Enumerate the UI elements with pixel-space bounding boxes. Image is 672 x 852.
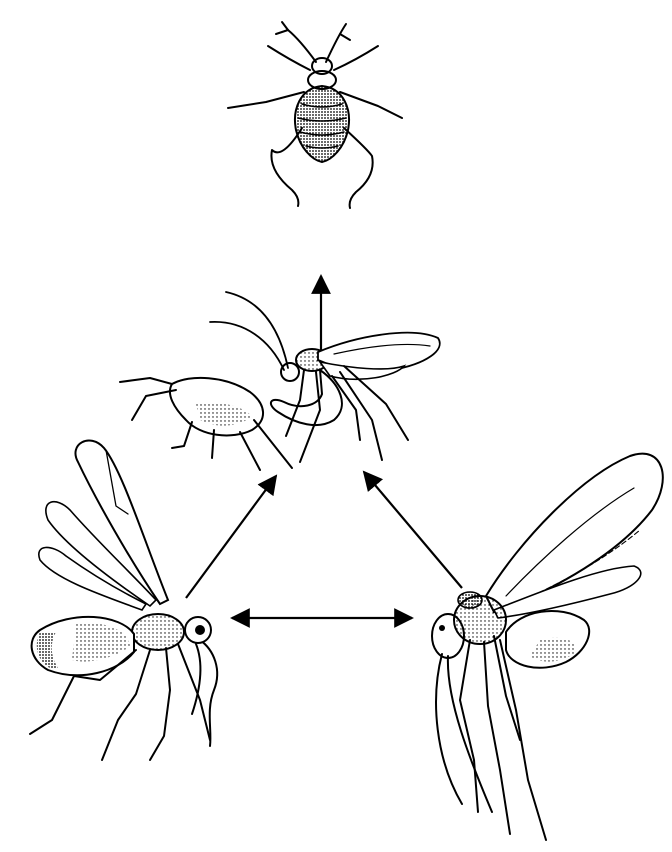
wasp-icon bbox=[432, 454, 663, 840]
aphid-icon bbox=[228, 22, 402, 208]
wasp-on-aphid-icon bbox=[120, 292, 440, 470]
wasp-icon bbox=[30, 441, 217, 760]
arrow-left-wasp-to-parasitism bbox=[186, 476, 276, 598]
arrow-right-wasp-to-parasitism bbox=[364, 472, 462, 588]
